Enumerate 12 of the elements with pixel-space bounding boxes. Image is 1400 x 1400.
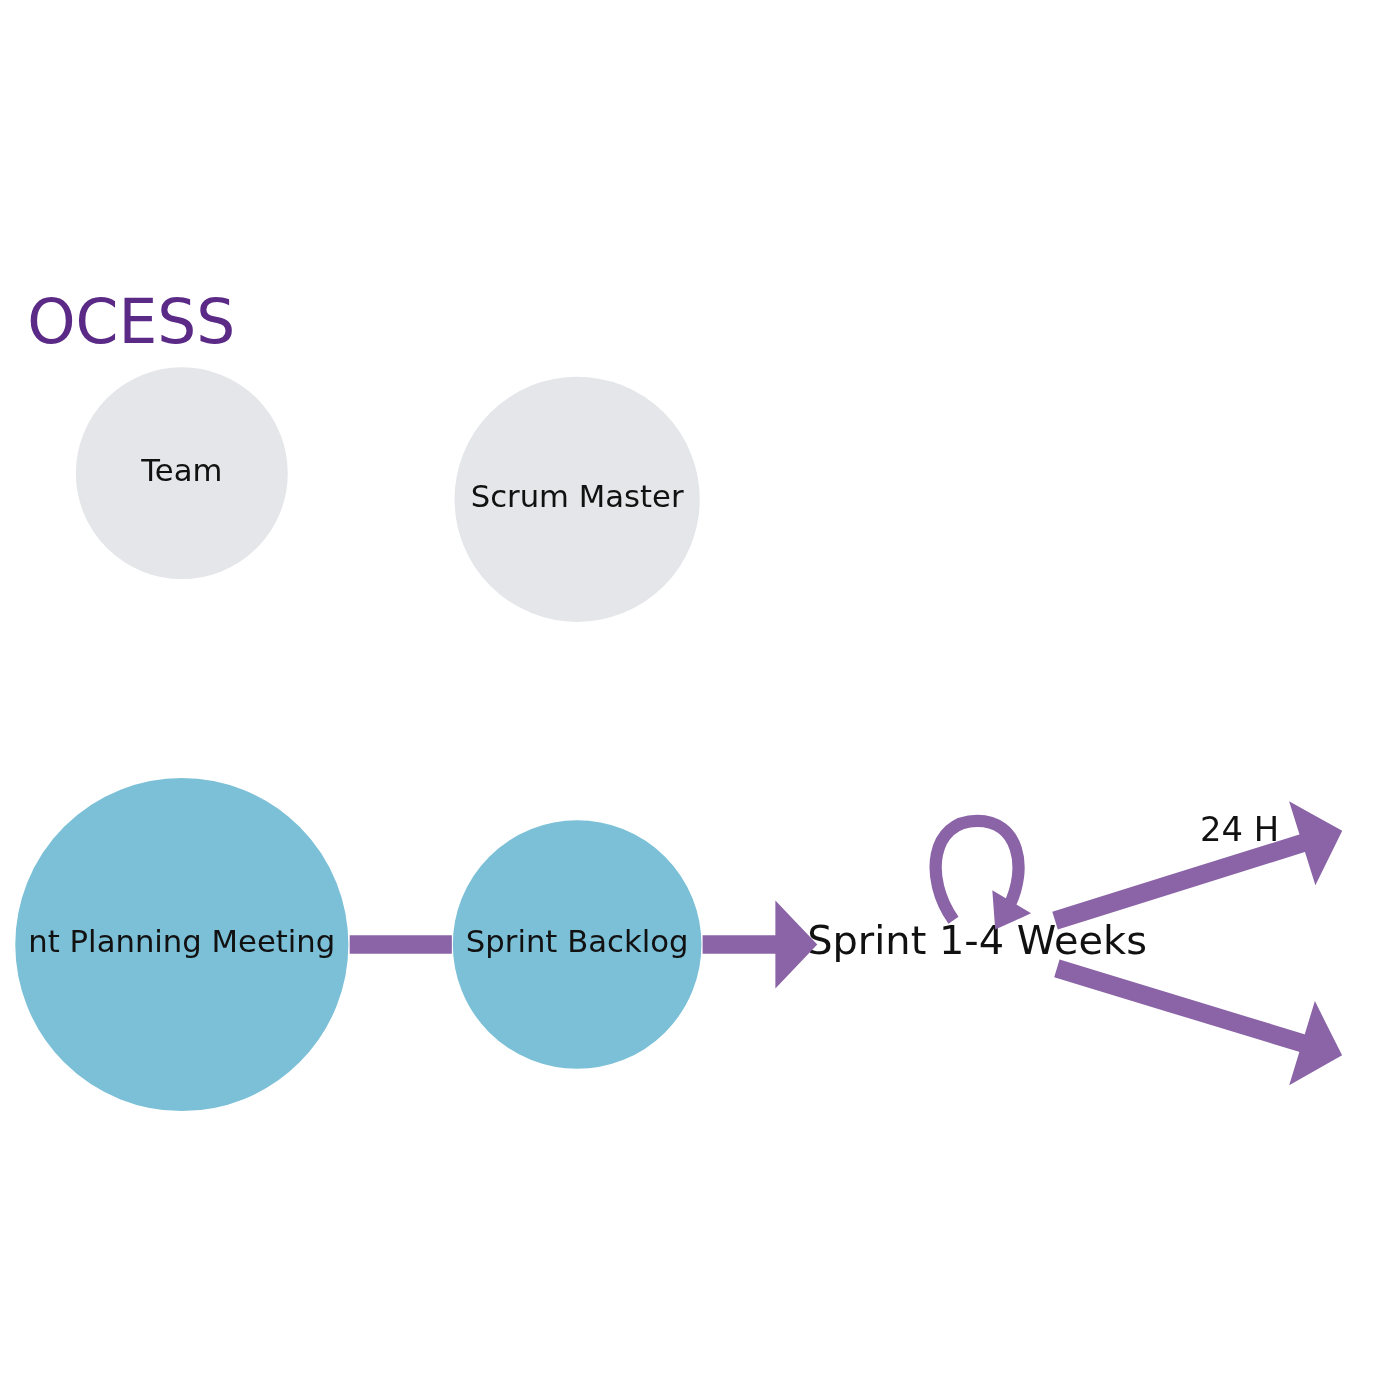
node-circle: Scrum Master [454, 376, 700, 622]
arrow [1052, 801, 1343, 930]
node-text: Sprint 1-4 Weeks [807, 917, 1147, 964]
diagram-title: OCESS [27, 286, 236, 358]
edge-label: 24 H [1200, 810, 1280, 850]
node-circle: Sprint Backlog [451, 818, 703, 1071]
node-circle: Team [75, 367, 288, 580]
arrow [1054, 959, 1343, 1086]
connector [349, 935, 452, 954]
arrow [702, 900, 818, 989]
arrow [929, 814, 1032, 930]
node-circle: nt Planning Meeting [13, 776, 350, 1113]
